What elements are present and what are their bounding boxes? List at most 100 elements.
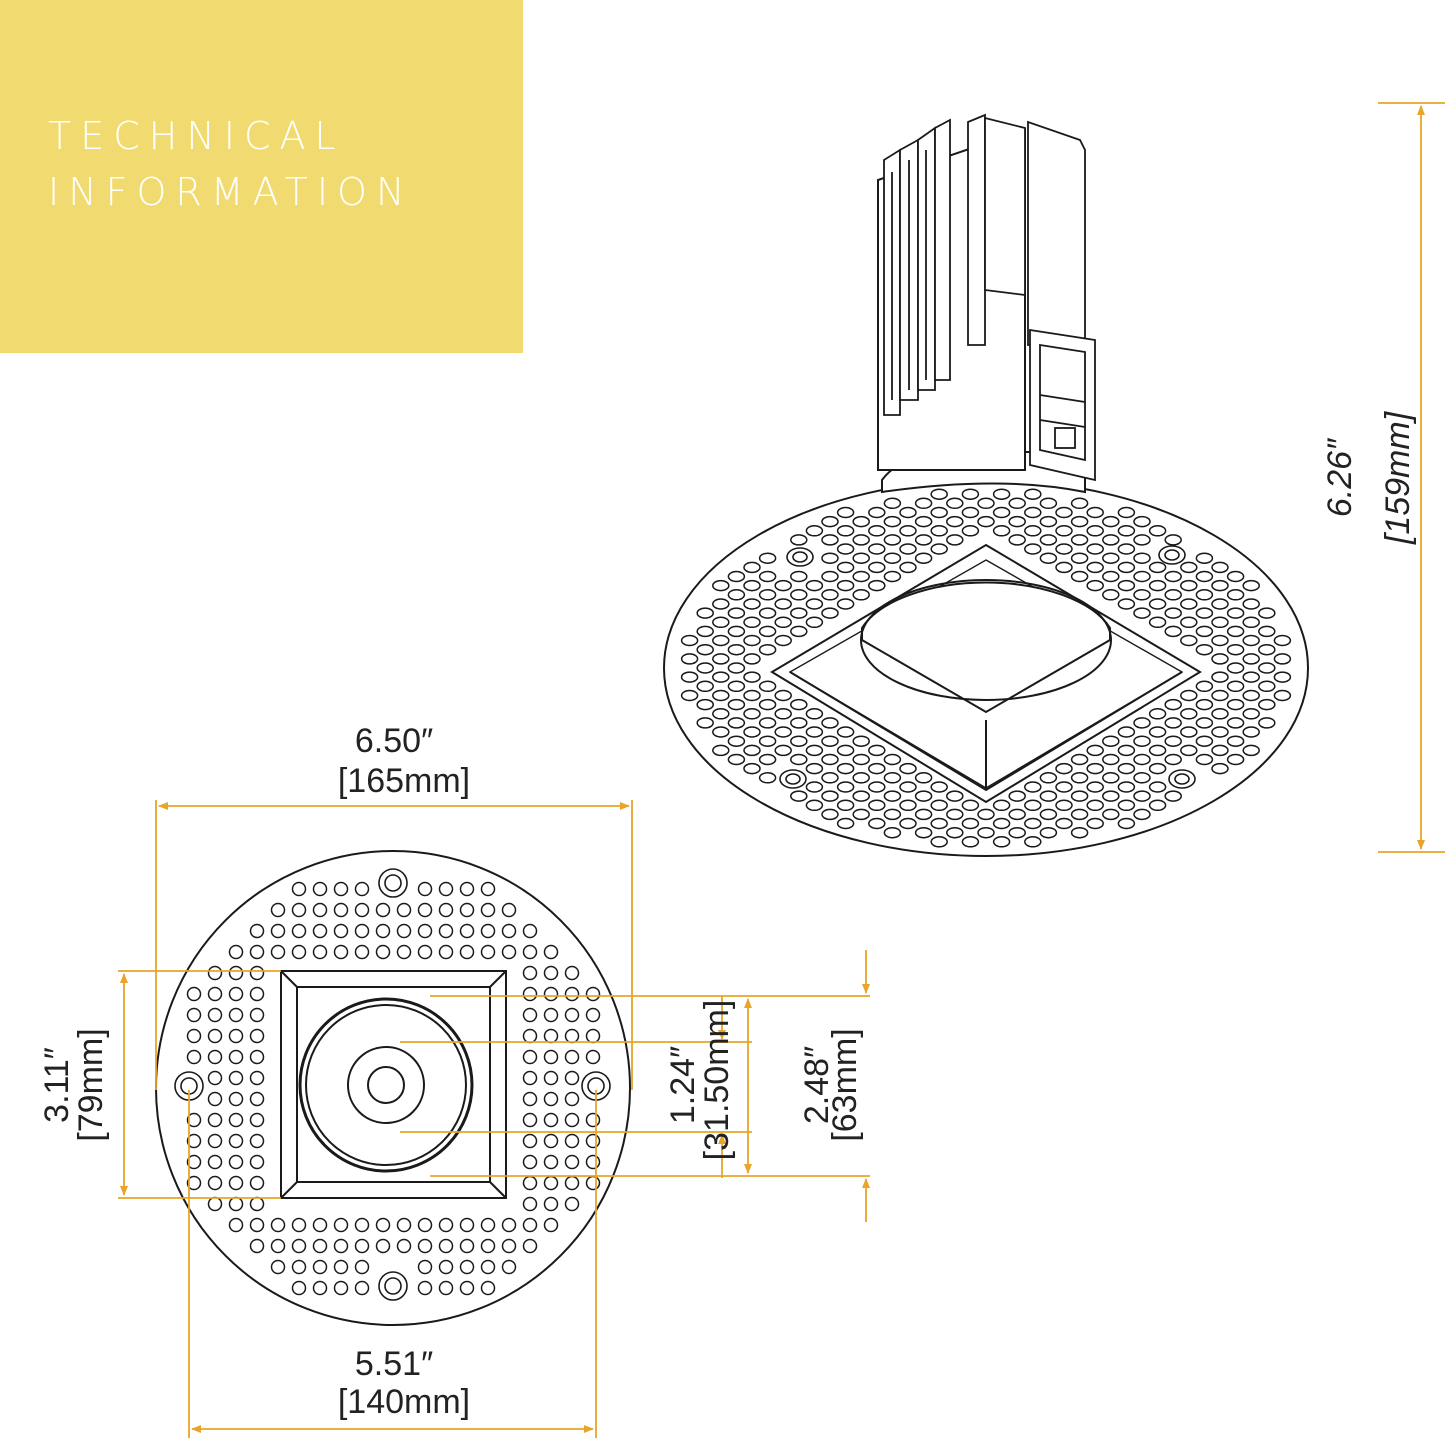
perforation-dot	[564, 1028, 580, 1044]
perforation-dot	[805, 744, 824, 757]
perforation-dot	[207, 1133, 223, 1149]
perforation-dot	[946, 497, 964, 510]
perforation-dot	[1102, 570, 1120, 583]
perforation-dot	[868, 543, 886, 555]
banner-title-line-2: INFORMATION	[48, 170, 414, 214]
perforation-dot	[883, 790, 902, 802]
perforation-dot	[1164, 607, 1182, 619]
perforation-dot	[712, 708, 730, 720]
perforation-dot	[1211, 671, 1229, 683]
perforation-dot	[186, 1007, 202, 1023]
perforation-dot	[312, 1280, 328, 1296]
perforation-dot	[1226, 753, 1245, 766]
perforation-dot	[249, 1196, 265, 1212]
perforation-dot	[727, 680, 746, 693]
flange-perforations	[680, 488, 1292, 848]
perforation-dot	[758, 753, 777, 766]
perforation-dot	[1008, 826, 1026, 839]
perforation-dot	[354, 1259, 370, 1275]
perforation-dot	[543, 1217, 559, 1233]
perforation-dot	[1195, 643, 1214, 656]
perforation-dot	[270, 923, 286, 939]
perforation-dot	[480, 1217, 496, 1233]
perforation-dot	[821, 790, 839, 802]
perforation-dot	[868, 799, 886, 812]
perforation-dot	[1008, 808, 1026, 821]
perforation-dot	[438, 881, 454, 897]
perforation-dot	[930, 817, 948, 830]
perforation-dot	[868, 506, 886, 519]
perforation-dot	[543, 1070, 559, 1086]
perforation-dot	[1117, 543, 1136, 555]
perforation-dot	[459, 944, 475, 960]
perforation-dot	[1133, 790, 1151, 802]
perforation-dot	[333, 1217, 349, 1233]
perforation-dot	[249, 1112, 265, 1128]
perforation-dot	[883, 552, 902, 564]
perforation-dot	[1195, 570, 1214, 583]
perforation-dot	[790, 570, 808, 583]
perforation-dot	[333, 1259, 349, 1275]
perforation-dot	[501, 944, 517, 960]
perforation-dot	[946, 826, 964, 839]
perforation-dot	[852, 735, 870, 747]
perforation-dot	[333, 923, 349, 939]
perforation-dot	[1102, 772, 1120, 784]
perforation-dot	[1133, 607, 1151, 619]
perforation-dot	[805, 799, 824, 812]
perforation-dot	[1133, 589, 1151, 601]
perforation-dot	[1024, 506, 1042, 519]
perforation-dot	[270, 944, 286, 960]
perforation-dot	[992, 525, 1011, 537]
perforation-dot	[930, 543, 948, 555]
perforation-dot	[564, 986, 580, 1002]
perforation-dot	[186, 1112, 202, 1128]
perforation-dot	[774, 689, 792, 702]
perforation-dot	[186, 1154, 202, 1170]
perforation-dot	[480, 944, 496, 960]
perforation-dot	[438, 1280, 454, 1296]
perforation-dot	[396, 923, 412, 939]
perforation-dot	[564, 1196, 580, 1212]
perforation-dot	[836, 817, 855, 830]
perforation-dot	[291, 881, 307, 897]
perforation-dot	[270, 902, 286, 918]
perforation-dot	[883, 826, 902, 839]
perforation-dot	[758, 589, 777, 601]
perforation-dot	[291, 902, 307, 918]
perforation-dot	[585, 1007, 601, 1023]
perforation-dot	[249, 1091, 265, 1107]
perforation-dot	[396, 944, 412, 960]
perforation-dot	[899, 817, 917, 830]
perforation-dot	[186, 1133, 202, 1149]
perforation-dot	[375, 944, 391, 960]
perforation-dot	[1086, 525, 1104, 537]
perforation-dot	[743, 561, 761, 574]
perforation-dot	[375, 923, 391, 939]
perforation-dot	[354, 944, 370, 960]
perforation-dot	[696, 717, 714, 729]
perforation-dot	[680, 689, 699, 702]
perforation-dot	[543, 965, 559, 981]
perforation-dot	[417, 1259, 433, 1275]
perforation-dot	[680, 653, 699, 665]
perforation-dot	[543, 1112, 559, 1128]
perforation-dot	[836, 506, 855, 519]
perforation-dot	[1148, 744, 1167, 757]
perforation-dot	[868, 561, 886, 574]
perforation-dot	[1102, 808, 1120, 821]
perforation-dot	[712, 671, 730, 683]
perforation-dot	[585, 1154, 601, 1170]
perforation-dot	[758, 735, 777, 747]
perforation-dot	[1164, 790, 1182, 802]
perforation-dot	[1226, 662, 1245, 674]
perforation-dot	[459, 923, 475, 939]
perforation-dot	[564, 1007, 580, 1023]
perforation-dot	[836, 598, 855, 610]
perforation-dot	[1164, 534, 1182, 546]
perforation-dot	[712, 689, 730, 702]
perforation-dot	[805, 598, 824, 610]
perforation-dot	[291, 944, 307, 960]
perforation-dot	[291, 923, 307, 939]
